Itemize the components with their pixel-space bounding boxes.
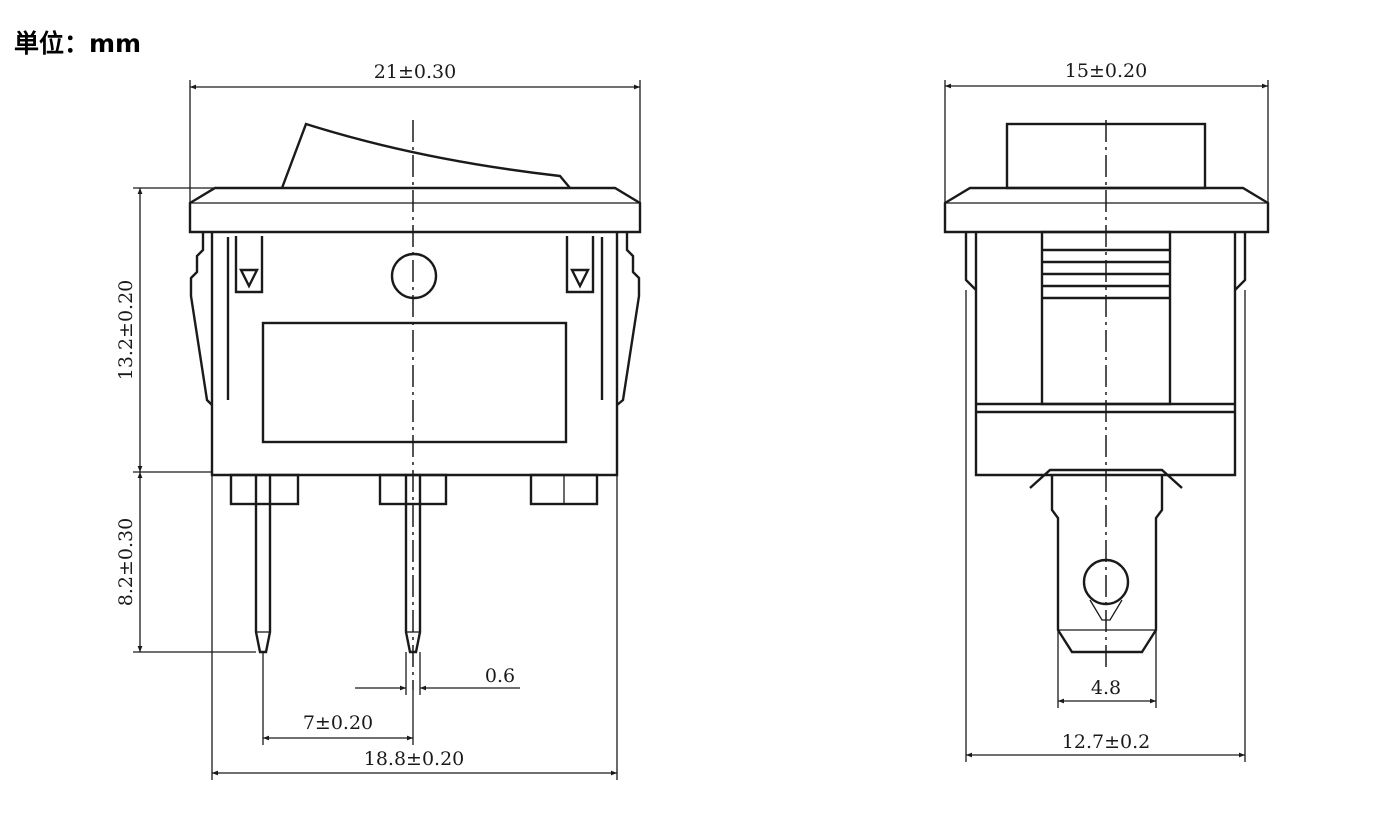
front-view	[188, 120, 642, 690]
front-dimensions	[133, 80, 641, 780]
dim-terminal-pitch: 7±0.20	[303, 712, 373, 734]
front-flange	[188, 186, 642, 234]
front-body	[210, 232, 619, 477]
rocker-actuator	[280, 122, 571, 189]
left-snap-clip	[189, 232, 213, 406]
dim-side-body-width: 12.7±0.2	[1062, 731, 1150, 753]
unit-label: 単位：mm	[14, 29, 142, 58]
dim-body-height: 13.2±0.20	[115, 280, 137, 381]
dim-terminal-thickness: 0.6	[485, 665, 515, 687]
side-view	[943, 120, 1270, 670]
boss-1	[229, 473, 300, 506]
dim-body-width: 18.8±0.20	[364, 748, 465, 770]
dim-flange-width: 15±0.20	[1065, 60, 1147, 82]
side-dimensions	[944, 80, 1269, 762]
dim-terminal-width: 4.8	[1091, 677, 1121, 699]
side-terminal-blade	[1050, 475, 1164, 654]
dim-terminal-length: 8.2±0.30	[115, 518, 137, 606]
indicator-hole	[390, 252, 438, 300]
dim-overall-width: 21±0.30	[374, 61, 456, 83]
terminal-left	[254, 475, 272, 654]
right-latch	[565, 236, 595, 294]
label-window	[261, 321, 568, 444]
left-latch	[234, 236, 264, 294]
right-snap-clip	[616, 232, 641, 406]
